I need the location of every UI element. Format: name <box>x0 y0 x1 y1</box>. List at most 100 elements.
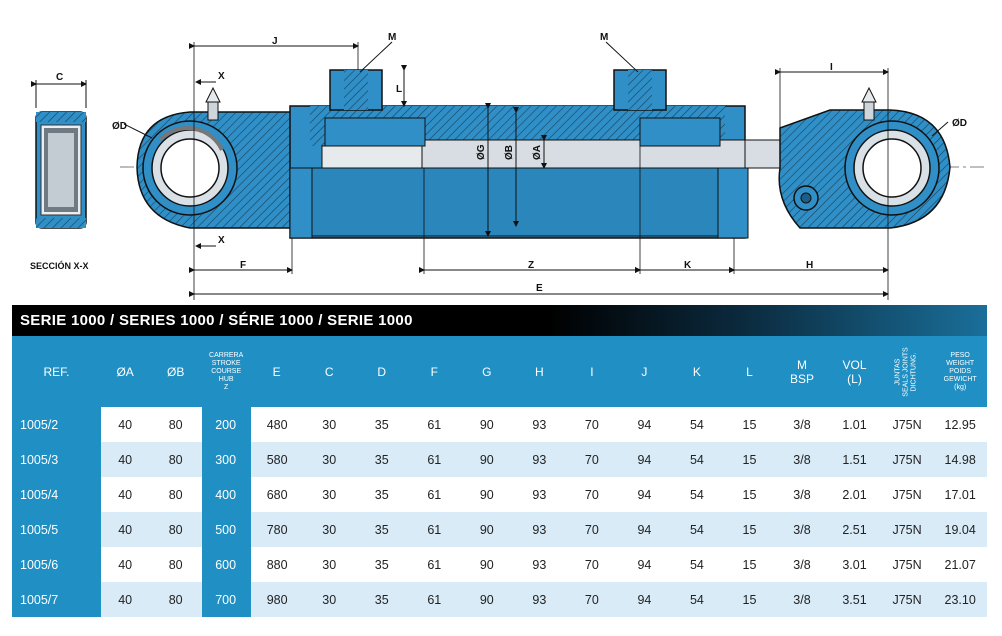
cell-d: 35 <box>355 582 408 617</box>
rear-eye: ØD <box>112 86 301 229</box>
cell-j: 94 <box>618 477 671 512</box>
header-e: E <box>250 336 303 407</box>
cell-f: 61 <box>408 582 461 617</box>
dim-m-right-label: M <box>600 32 608 43</box>
cell-seals: J75N <box>880 407 934 442</box>
cell-h: 93 <box>513 407 566 442</box>
cell-stroke: 200 <box>201 407 251 442</box>
dim-z-label: Z <box>528 260 534 271</box>
dim-j-label: J <box>272 36 278 47</box>
cell-d: 35 <box>355 512 408 547</box>
cell-b: 80 <box>149 442 202 477</box>
cell-g: 90 <box>460 547 514 582</box>
cell-a: 40 <box>100 547 150 582</box>
cell-k: 54 <box>670 582 724 617</box>
cell-j: 94 <box>618 512 671 547</box>
cell-g: 90 <box>460 582 514 617</box>
table-title: SERIE 1000 / SERIES 1000 / SÉRIE 1000 / … <box>20 312 413 329</box>
cell-l: 15 <box>723 477 776 512</box>
cell-g: 90 <box>460 512 514 547</box>
cylinder-drawing: C SECCIÓN X-X ØD ØG <box>30 32 985 300</box>
cell-a: 40 <box>100 442 150 477</box>
cell-l: 15 <box>723 547 776 582</box>
cell-stroke: 700 <box>201 582 251 617</box>
cell-i: 70 <box>565 512 619 547</box>
cell-b: 80 <box>149 582 202 617</box>
cell-e: 580 <box>249 442 303 477</box>
cell-f: 61 <box>408 442 461 477</box>
header-i: I <box>565 336 619 407</box>
header-stroke: CARRERA STROKE COURSE HUB Z <box>201 336 251 407</box>
cell-m: 3/8 <box>775 442 829 477</box>
cell-a: 40 <box>100 512 150 547</box>
cell-a: 40 <box>100 407 150 442</box>
cell-m: 3/8 <box>775 477 829 512</box>
cell-ref: 1005/4 <box>12 477 101 512</box>
cell-k: 54 <box>670 442 724 477</box>
cell-j: 94 <box>618 582 671 617</box>
cell-f: 61 <box>408 407 461 442</box>
header-weight: PESO WEIGHT POIDS GEWICHT (kg) <box>933 336 987 407</box>
cell-c: 30 <box>302 442 356 477</box>
cell-e: 980 <box>249 582 303 617</box>
cell-h: 93 <box>513 477 566 512</box>
barrel: ØG ØB ØA <box>289 69 753 239</box>
cell-h: 93 <box>513 547 566 582</box>
cell-seals: J75N <box>880 442 934 477</box>
cell-seals: J75N <box>880 547 934 582</box>
table-header-row: REF. ØA ØB CARRERA STROKE COURSE HUB Z E… <box>12 336 987 407</box>
cell-k: 54 <box>670 547 724 582</box>
dim-c-label: C <box>56 72 63 83</box>
dim-d-right-label: ØD <box>952 118 967 129</box>
header-b: ØB <box>149 336 202 407</box>
dim-k-label: K <box>684 260 692 271</box>
dim-m-left-label: M <box>388 32 396 43</box>
header-seals: JUNTAS SEALS JOINTS DICHTUNG. <box>880 336 934 407</box>
header-h: H <box>513 336 566 407</box>
cell-stroke: 300 <box>201 442 251 477</box>
cell-i: 70 <box>565 477 619 512</box>
cell-m: 3/8 <box>775 582 829 617</box>
cell-ref: 1005/2 <box>12 407 101 442</box>
cell-ref: 1005/6 <box>12 547 101 582</box>
dim-x-top-label: X <box>218 71 225 82</box>
dim-g-label: ØG <box>476 144 487 160</box>
cell-vol: 2.51 <box>828 512 881 547</box>
dim-h-label: H <box>806 260 813 271</box>
cell-i: 70 <box>565 407 619 442</box>
section-xx-detail: C SECCIÓN X-X <box>30 72 89 271</box>
header-m: M BSP <box>775 336 829 407</box>
cell-g: 90 <box>460 477 514 512</box>
cell-vol: 1.51 <box>828 442 881 477</box>
cell-seals: J75N <box>880 512 934 547</box>
cell-e: 880 <box>249 547 303 582</box>
cell-b: 80 <box>149 407 202 442</box>
cell-d: 35 <box>355 407 408 442</box>
header-d: D <box>355 336 408 407</box>
header-ref: REF. <box>12 336 101 407</box>
cell-weight: 12.95 <box>933 407 987 442</box>
cell-k: 54 <box>670 407 724 442</box>
cell-c: 30 <box>302 582 356 617</box>
dim-x-bottom-label: X <box>218 235 225 246</box>
cell-f: 61 <box>408 512 461 547</box>
cell-l: 15 <box>723 442 776 477</box>
cell-c: 30 <box>302 512 356 547</box>
header-f: F <box>408 336 461 407</box>
cell-i: 70 <box>565 442 619 477</box>
cell-vol: 2.01 <box>828 477 881 512</box>
dim-f-label: F <box>240 260 246 271</box>
cell-a: 40 <box>100 477 150 512</box>
dimension-lines: J M M L X X I F Z K H <box>189 32 889 300</box>
cell-e: 780 <box>249 512 303 547</box>
cell-l: 15 <box>723 582 776 617</box>
cell-b: 80 <box>149 547 202 582</box>
cell-f: 61 <box>408 477 461 512</box>
cell-ref: 1005/7 <box>12 582 101 617</box>
section-label: SECCIÓN X-X <box>30 260 89 271</box>
